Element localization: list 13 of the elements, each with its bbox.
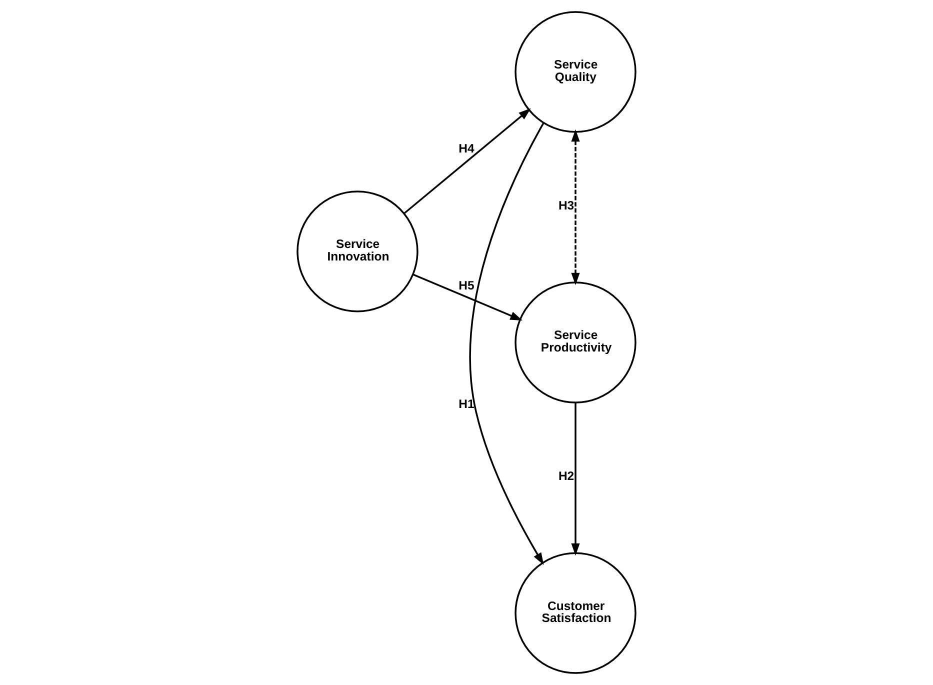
edge-label: H2 <box>558 469 574 484</box>
arrow <box>571 402 580 556</box>
edge-label: H1 <box>458 396 474 411</box>
edge-label: H4 <box>458 142 474 156</box>
edge-label: H3 <box>558 198 574 213</box>
arrow <box>571 129 580 286</box>
node-circle: Service Productivity <box>514 282 636 404</box>
node-circle: Service Quality <box>514 11 636 133</box>
edge-label: H5 <box>458 278 474 292</box>
arrow <box>404 108 531 214</box>
arrow <box>412 274 523 321</box>
node-circle: Service Innovation <box>296 190 418 312</box>
arrow <box>469 122 544 565</box>
